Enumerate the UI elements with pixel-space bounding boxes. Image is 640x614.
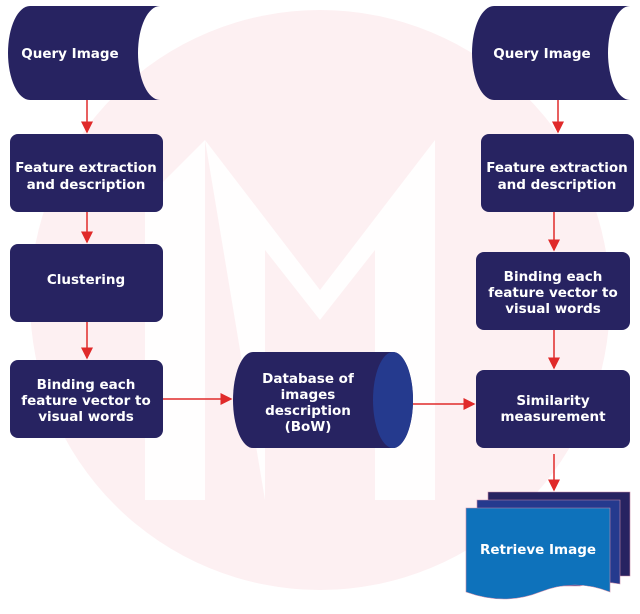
query-image-right: Query Image — [472, 6, 630, 100]
svg-text:Database of: Database of — [262, 371, 354, 387]
binding-right: Binding each feature vector to visual wo… — [476, 252, 630, 330]
svg-text:(BoW): (BoW) — [285, 419, 332, 435]
svg-text:images: images — [281, 387, 336, 403]
svg-text:Retrieve Image: Retrieve Image — [480, 542, 596, 558]
clustering: Clustering — [10, 244, 163, 322]
database-cylinder: Database of images description (BoW) — [233, 352, 413, 448]
svg-text:description: description — [265, 403, 351, 419]
watermark — [30, 10, 610, 590]
svg-text:visual words: visual words — [505, 301, 601, 317]
svg-text:measurement: measurement — [500, 409, 606, 425]
svg-text:Query Image: Query Image — [493, 46, 590, 62]
svg-text:Feature extraction: Feature extraction — [486, 160, 628, 176]
svg-text:visual words: visual words — [38, 409, 134, 425]
svg-text:Binding each: Binding each — [504, 269, 603, 285]
svg-text:Binding each: Binding each — [37, 377, 136, 393]
svg-text:Similarity: Similarity — [516, 393, 590, 409]
feature-extraction-left: Feature extraction and description — [10, 134, 163, 212]
svg-text:feature vector to: feature vector to — [488, 285, 618, 301]
retrieve-image-documents: Retrieve Image — [465, 491, 631, 600]
feature-extraction-right: Feature extraction and description — [481, 134, 634, 212]
similarity-measurement: Similarity measurement — [476, 370, 630, 448]
svg-text:Clustering: Clustering — [47, 272, 125, 288]
query-image-left: Query Image — [8, 6, 160, 100]
svg-text:Feature extraction: Feature extraction — [15, 160, 157, 176]
binding-left: Binding each feature vector to visual wo… — [10, 360, 163, 438]
svg-text:and description: and description — [27, 177, 146, 193]
svg-text:and description: and description — [498, 177, 617, 193]
svg-text:Query Image: Query Image — [21, 46, 118, 62]
svg-text:feature vector to: feature vector to — [21, 393, 151, 409]
